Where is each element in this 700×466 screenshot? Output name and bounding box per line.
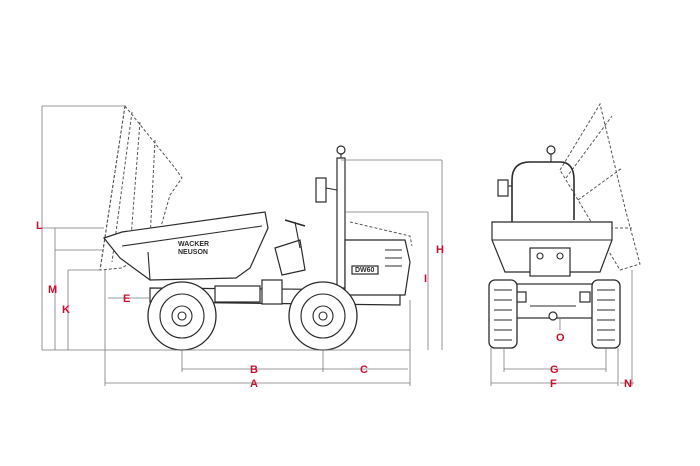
label-I: I <box>424 273 427 285</box>
dimension-labels: L M K E B C A H I O G F N <box>36 220 632 390</box>
front-wheel <box>147 281 217 351</box>
side-view: WACKER NEUSON DW60 <box>99 104 413 351</box>
front-axle <box>511 283 595 321</box>
brand-logo-line1: WACKER <box>178 241 209 248</box>
rear-wheel <box>288 281 358 351</box>
front-view <box>488 102 641 349</box>
label-K: K <box>62 304 70 316</box>
operator-station <box>274 145 346 289</box>
front-beacon-icon <box>546 145 556 155</box>
label-H: H <box>436 244 444 256</box>
front-view-dimensions <box>490 270 634 386</box>
front-body <box>491 221 613 277</box>
model-label: DW60 <box>355 267 375 274</box>
label-O: O <box>556 332 565 344</box>
label-A: A <box>250 378 258 390</box>
front-right-tire <box>591 279 621 349</box>
beacon-icon <box>336 145 346 155</box>
label-M: M <box>48 284 57 296</box>
front-left-tire <box>488 279 518 349</box>
dump-body: WACKER NEUSON <box>102 211 269 281</box>
label-L: L <box>36 220 43 232</box>
front-rops <box>497 145 575 222</box>
side-view-dimensions <box>41 105 443 386</box>
label-B: B <box>250 364 258 376</box>
brand-logo-line2: NEUSON <box>178 249 208 256</box>
label-F: F <box>550 378 557 390</box>
label-E: E <box>123 293 130 305</box>
label-C: C <box>360 364 368 376</box>
label-N: N <box>624 378 632 390</box>
engine-hood: DW60 <box>344 221 413 296</box>
label-G: G <box>550 364 559 376</box>
